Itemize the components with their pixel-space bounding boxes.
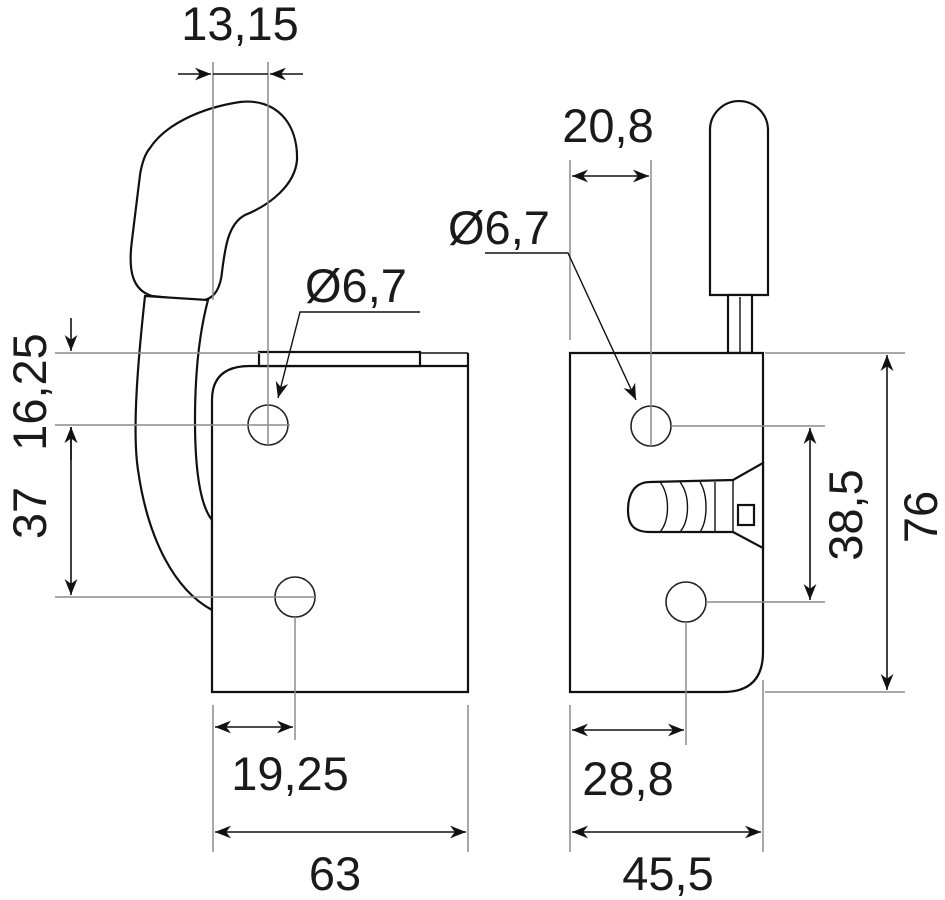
right-mechanism-thread [699, 481, 707, 533]
dim-top-offset: 13,15 [181, 0, 299, 50]
left-handle-arm [134, 294, 214, 612]
dim-right-hole-spacing: 38,5 [819, 469, 872, 560]
dim-left-width: 63 [309, 847, 361, 900]
right-knob [708, 99, 770, 297]
dim-right-top-offset: 20,8 [562, 99, 653, 152]
left-body [210, 353, 470, 694]
right-mechanism-pin [736, 503, 756, 527]
dim-left-hole-spacing: 37 [3, 487, 56, 539]
dim-left-hole-from-edge: 19,25 [231, 747, 349, 800]
right-hole-lower [665, 581, 707, 623]
dim-left-top-to-hole: 16,25 [3, 333, 56, 451]
dim-right-width: 45,5 [622, 847, 713, 900]
left-hole-leader [275, 311, 420, 399]
right-view: 20,8 Ø6,7 38,5 76 28,8 45,5 [448, 99, 945, 900]
dim-right-hole-diameter: Ø6,7 [448, 201, 550, 254]
dim-left-hole-diameter: Ø6,7 [305, 259, 407, 312]
right-mechanism-thread [679, 481, 689, 533]
dim-right-height: 76 [894, 491, 945, 543]
dim-right-hole-from-edge: 28,8 [582, 752, 673, 805]
left-handle-grip [129, 100, 299, 303]
right-hole-leader [485, 252, 637, 401]
left-view: 13,15 Ø6,7 16,25 37 19,25 63 [3, 0, 470, 900]
right-mechanism-thread [659, 481, 669, 533]
left-top-plate [257, 350, 422, 368]
